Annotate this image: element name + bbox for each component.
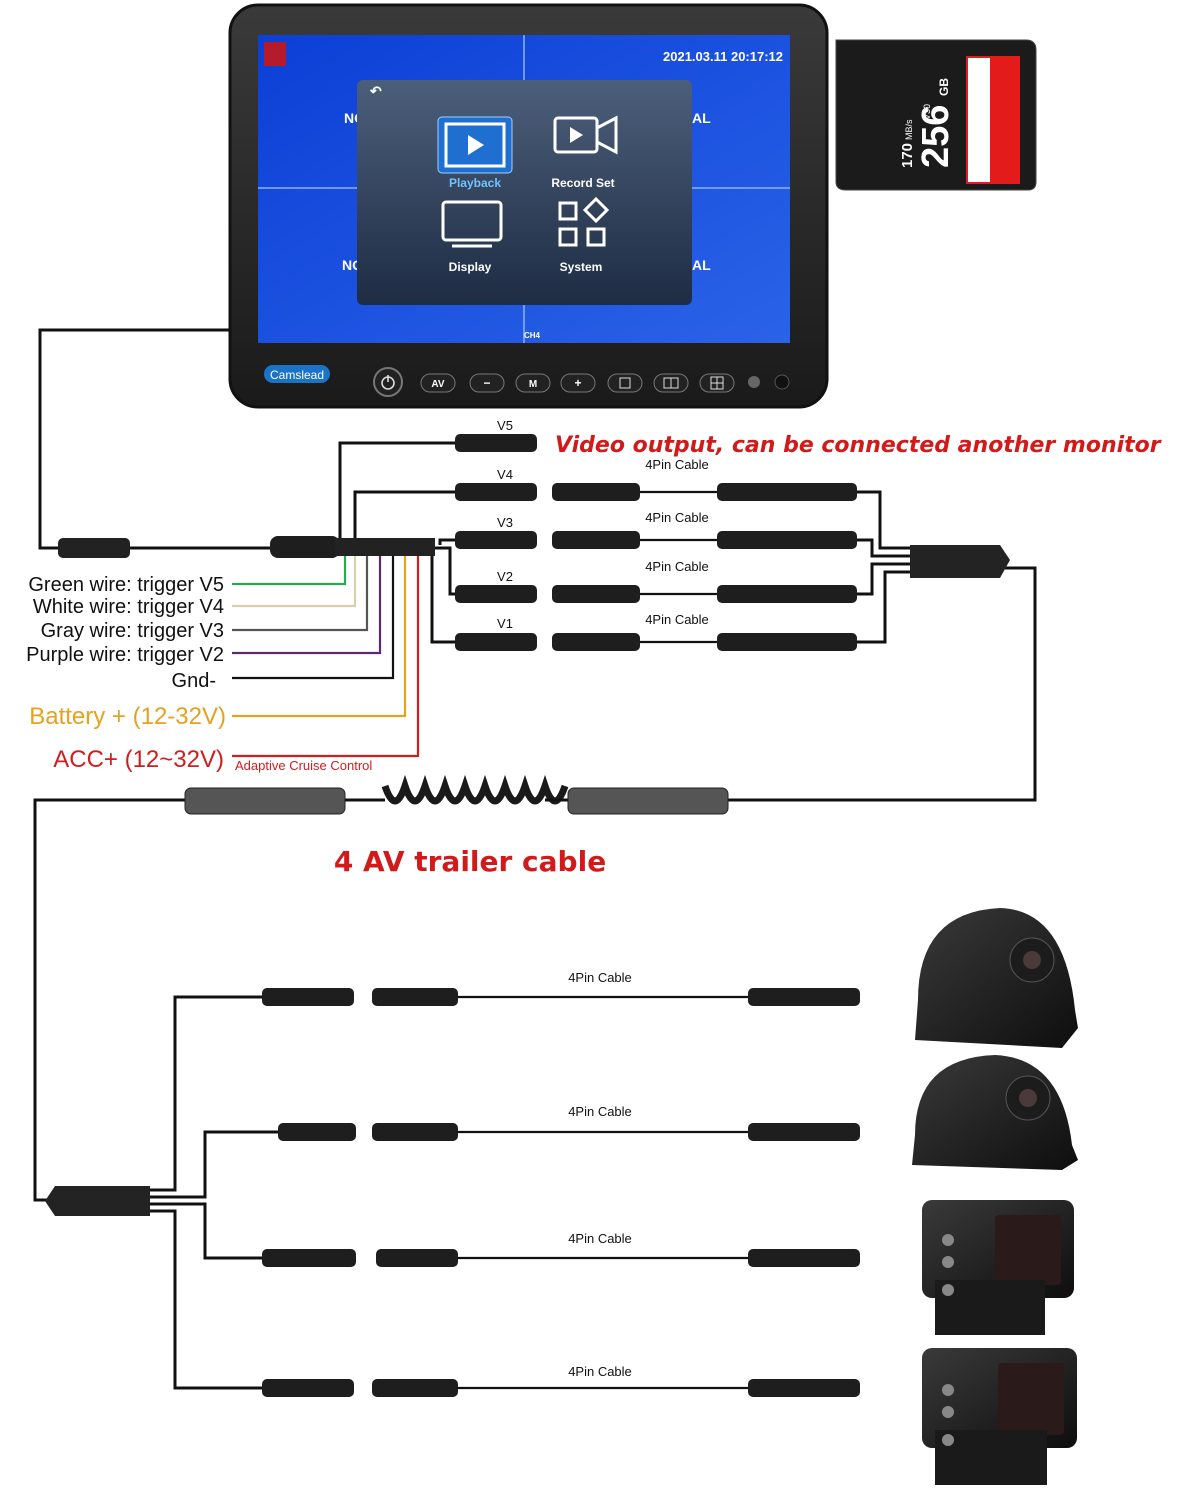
minus-button[interactable]: − [469,373,505,393]
system-grid-icon [558,196,610,247]
video-output-label: Video output, can be connected another m… [555,433,1162,458]
port-label-v3: V3 [497,515,513,530]
menu-panel [357,80,692,305]
wire-label-white: White wire: trigger V4 [33,596,224,618]
camera-rear-2 [922,1348,1077,1485]
cable-label: 4Pin Cable [645,559,709,574]
camera-side-2 [912,1055,1078,1170]
svg-text:+: + [574,376,581,390]
wire-label-acc: ACC+ (12~32V) [53,746,224,773]
dual-view-button[interactable] [653,373,689,393]
cable-label: 4Pin Cable [645,457,709,472]
menu-item-display[interactable]: Display [441,200,503,274]
menu-button[interactable]: M [515,373,551,393]
svg-text:AV: AV [431,379,444,390]
main-menu: ↶ Playback Record Set Display [357,80,692,305]
wire-label-gray: Gray wire: trigger V3 [41,620,224,642]
brand-badge [264,365,330,383]
trailer-cable [184,774,729,815]
svg-text:−: − [483,376,490,390]
cable-label: 4Pin Cable [645,510,709,525]
menu-item-display-label: Display [449,260,492,274]
side-camera-icon [915,908,1078,1048]
sd-card: 256 GB 170 MB/s V30 [835,39,1037,191]
cable-label: 4Pin Cable [568,1364,632,1379]
cable-label: 4Pin Cable [645,612,709,627]
wire-label-green: Green wire: trigger V5 [28,574,224,596]
trailer-cable-label: 4 AV trailer cable [334,845,606,878]
menu-item-system-label: System [560,260,603,274]
brand-logo: Camslead [270,368,324,382]
ir-receiver-icon [774,374,790,390]
main-cables [33,328,1037,1390]
sd-card-class: V30 [922,104,932,120]
port-label-v2: V2 [497,569,513,584]
wire-label-battery: Battery + (12-32V) [29,703,226,730]
power-button[interactable] [373,367,403,397]
sd-card-speed-unit: MB/s [904,119,914,140]
camera-side-1 [915,908,1078,1048]
menu-item-record-set-label: Record Set [551,176,614,190]
menu-item-playback-label: Playback [449,176,501,190]
trigger-wires [232,552,420,758]
quadrant-tag-4: AL [692,257,711,273]
top-cable-connectors [552,483,857,651]
av-button[interactable]: AV [420,373,456,393]
acc-note: Adaptive Cruise Control [235,758,372,773]
camera-cable-connectors [262,988,860,1397]
side-camera-icon [912,1055,1078,1170]
menu-item-playback[interactable]: Playback [437,116,513,190]
port-label-v4: V4 [497,467,513,482]
wire-label-purple: Purple wire: trigger V2 [26,644,224,666]
sd-card-unit: GB [937,78,951,96]
menu-item-record-set[interactable]: Record Set [551,115,618,190]
cable-label: 4Pin Cable [568,970,632,985]
quad-view-button[interactable] [699,373,735,393]
port-label-v1: V1 [497,616,513,631]
quadrant-tag-2: AL [692,110,711,126]
light-sensor-icon [748,376,760,388]
record-indicator-icon [264,42,286,66]
wire-label-gnd: Gnd- [172,670,216,692]
cable-label: 4Pin Cable [568,1231,632,1246]
sd-card-capacity: 256 [915,105,957,168]
monitor: 2021.03.11 20:17:12 NO AL NO AL CH4 ↶ Pl… [228,3,829,409]
bottom-splitter [45,1186,150,1216]
display-icon [441,200,503,242]
svg-text:M: M [529,379,537,390]
sd-card-speed: 170 [899,143,916,168]
single-view-icon [619,377,631,389]
single-view-button[interactable] [607,373,643,393]
camera-rear-1 [922,1200,1074,1335]
monitor-input-connector [58,536,435,558]
plus-button[interactable]: + [560,373,596,393]
port-label-v5: V5 [497,418,513,433]
top-splitter [910,545,1010,578]
monitor-timestamp: 2021.03.11 20:17:12 [663,49,783,64]
video-port-connectors [455,434,537,651]
channel-corner-label: CH4 [524,331,541,340]
menu-item-system[interactable]: System [558,196,610,274]
back-icon[interactable]: ↶ [369,83,382,99]
film-play-icon [444,122,506,168]
cable-label: 4Pin Cable [568,1104,632,1119]
